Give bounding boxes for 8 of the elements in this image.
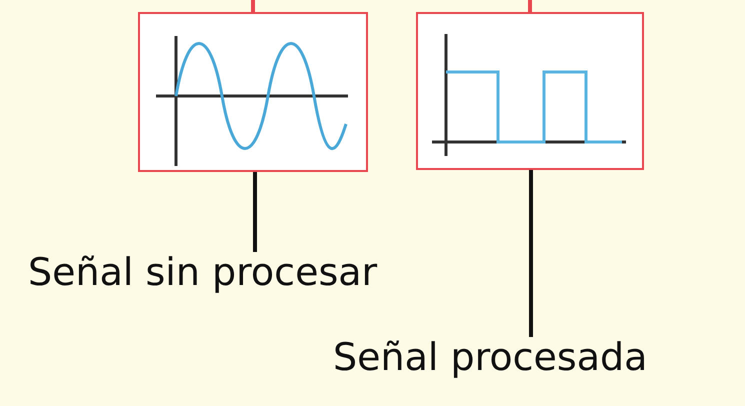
leader-line [251,0,255,12]
plot-frame [416,12,644,170]
leader-line [528,0,532,12]
signal-label: Señal sin procesar [28,252,378,294]
leader-line [253,172,257,252]
plot-frame [138,12,368,172]
leader-line [529,170,533,337]
signal-label: Señal procesada [333,337,648,379]
